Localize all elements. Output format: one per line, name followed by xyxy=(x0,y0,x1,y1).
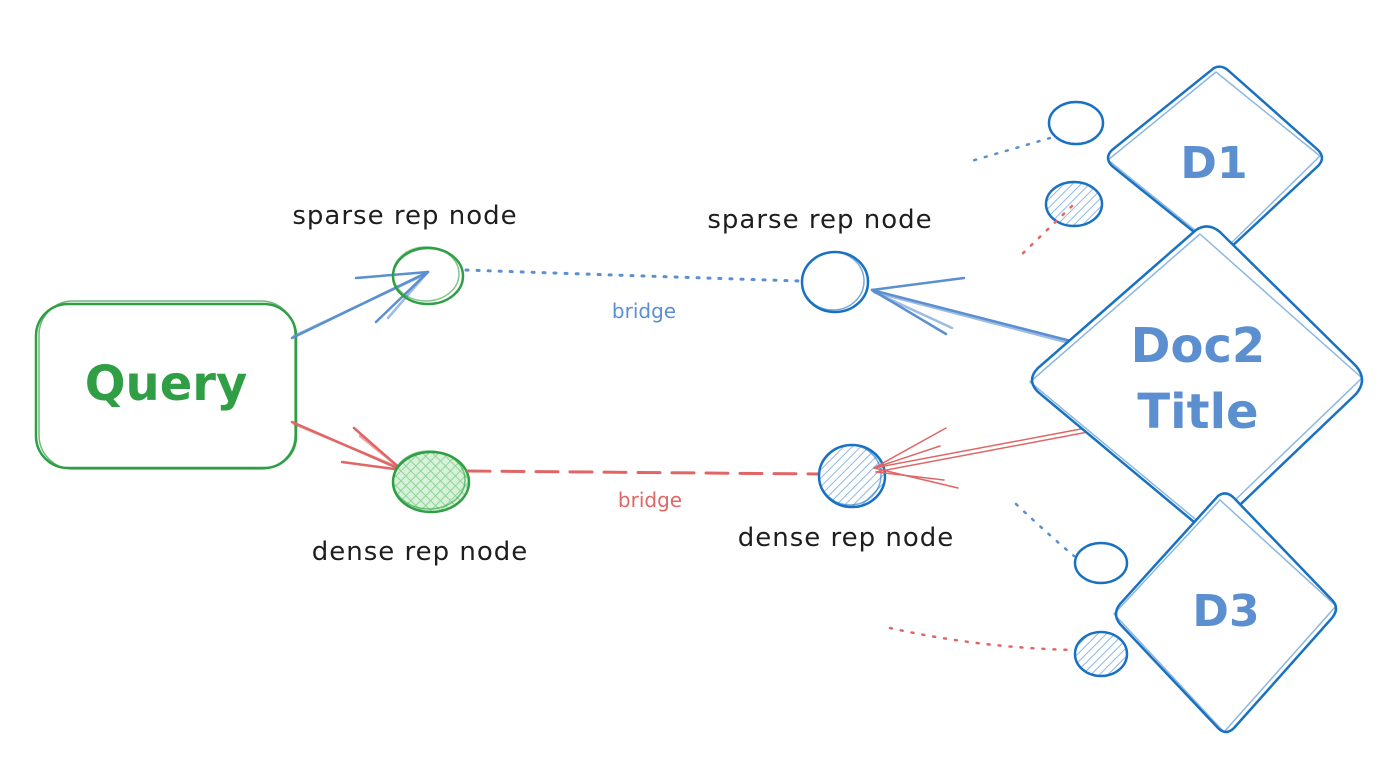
d3-label: D3 xyxy=(1192,586,1259,637)
doc2-to-dense-arrow xyxy=(873,427,1089,489)
right-dense-node xyxy=(817,443,887,509)
d1-dense-edge xyxy=(1016,204,1074,260)
dense-bridge-label: bridge xyxy=(618,488,682,512)
d1-sparse-node xyxy=(1047,100,1105,146)
d3-dense-node xyxy=(1073,630,1129,678)
left-dense-label: dense rep node xyxy=(312,537,529,567)
d3-dense-edge xyxy=(888,626,1076,652)
query-node: Query xyxy=(34,300,298,470)
right-dense-label: dense rep node xyxy=(738,523,955,553)
left-sparse-node xyxy=(391,246,465,306)
query-to-sparse-arrow xyxy=(290,270,430,340)
right-sparse-node xyxy=(800,250,870,314)
doc2-title-line1: Doc2 xyxy=(1131,318,1266,374)
d3-sparse-edge xyxy=(1014,502,1076,558)
d1-label: D1 xyxy=(1180,138,1247,189)
sparse-bridge-label: bridge xyxy=(612,299,676,323)
doc2-to-sparse-arrow xyxy=(870,276,1100,352)
left-dense-node xyxy=(391,450,471,514)
doc2-title-line2: Title xyxy=(1137,384,1258,440)
left-sparse-label: sparse rep node xyxy=(292,201,517,231)
dense-bridge-line xyxy=(466,469,822,476)
right-sparse-label: sparse rep node xyxy=(707,205,932,235)
sparse-bridge-line xyxy=(464,268,802,283)
document-d3: D3 xyxy=(1113,492,1338,734)
document-d1: D1 xyxy=(1106,65,1324,254)
d1-dense-node xyxy=(1044,180,1104,228)
d1-sparse-edge xyxy=(966,136,1052,164)
query-label: Query xyxy=(85,356,248,412)
query-to-dense-arrow xyxy=(290,420,404,472)
d3-sparse-node xyxy=(1073,541,1129,585)
document-doc2: Doc2 Title xyxy=(1029,225,1364,530)
